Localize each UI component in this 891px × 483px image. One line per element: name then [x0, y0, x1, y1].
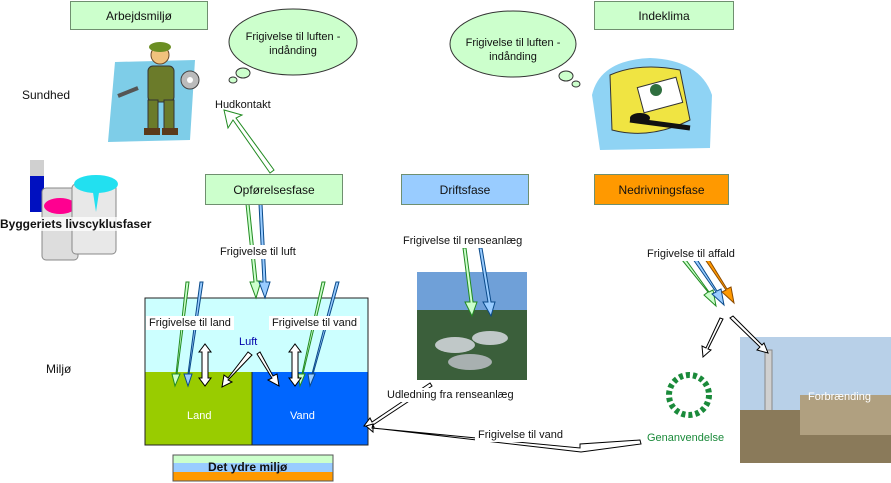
label-frigivelse-vand-top: Frigivelse til vand: [269, 316, 360, 330]
cloud-right: [449, 10, 581, 88]
label-ydre-miljo: Det ydre miljø: [208, 460, 288, 474]
land-zone: [145, 372, 252, 445]
arrow-hudkontakt: [223, 109, 275, 174]
phase-drift: Driftsfase: [401, 174, 529, 205]
row-label-livscyklus: Byggeriets livscyklusfaser: [0, 217, 152, 231]
label-udledning: Udledning fra renseanlæg: [384, 388, 517, 402]
label-frigivelse-renseanlaeg: Frigivelse til renseanlæg: [400, 234, 526, 248]
label-frigivelse-land: Frigivelse til land: [146, 316, 234, 330]
header-arbejdsmiljo-label: Arbejdsmiljø: [105, 8, 172, 23]
arrow-frigivelse-vand-bottom: [364, 423, 642, 453]
incineration-photo: [740, 337, 891, 463]
cloud-left-text: Frigivelse til luften - indånding: [245, 31, 341, 57]
cloud-right-text: Frigivelse til luften - indånding: [465, 37, 561, 63]
arrows-into-luft: [171, 281, 340, 388]
label-vand: Vand: [290, 410, 315, 422]
arrows-affald-split: [701, 315, 769, 359]
header-indeklima: Indeklima: [594, 1, 734, 30]
phase-nedrivning: Nedrivningsfase: [594, 174, 729, 205]
phase-nedrivning-label: Nedrivningsfase: [618, 182, 705, 197]
arrows-frigivelse-renseanlaeg: [462, 247, 496, 318]
sewage-plant-photo: [417, 272, 527, 380]
ydre-miljo-box: [172, 454, 334, 482]
header-arbejdsmiljo: Arbejdsmiljø: [70, 1, 208, 30]
recycle-icon: [666, 372, 712, 418]
label-frigivelse-vand-bottom: Frigivelse til vand: [475, 428, 566, 442]
reader-illustration: [592, 58, 712, 150]
header-indeklima-label: Indeklima: [638, 8, 690, 23]
phase-drift-label: Driftsfase: [439, 182, 491, 197]
label-genanvendelse: Genanvendelse: [647, 432, 725, 444]
cloud-left: [228, 8, 358, 84]
label-forbraending: Forbrænding: [808, 391, 871, 403]
phase-opforelse: Opførelsesfase: [205, 174, 343, 205]
label-luft: Luft: [239, 336, 258, 348]
label-land: Land: [187, 410, 212, 422]
label-frigivelse-affald: Frigivelse til affald: [644, 247, 738, 261]
worker-illustration: [108, 42, 200, 142]
arrows-exchange: [198, 343, 302, 388]
label-hudkontakt: Hudkontakt: [215, 99, 271, 111]
row-label-miljo: Miljø: [46, 362, 72, 376]
phase-opforelse-label: Opførelsesfase: [233, 182, 315, 197]
label-frigivelse-luft: Frigivelse til luft: [217, 245, 299, 259]
paint-cans-illustration: [30, 160, 118, 261]
row-label-sundhed: Sundhed: [22, 88, 71, 102]
